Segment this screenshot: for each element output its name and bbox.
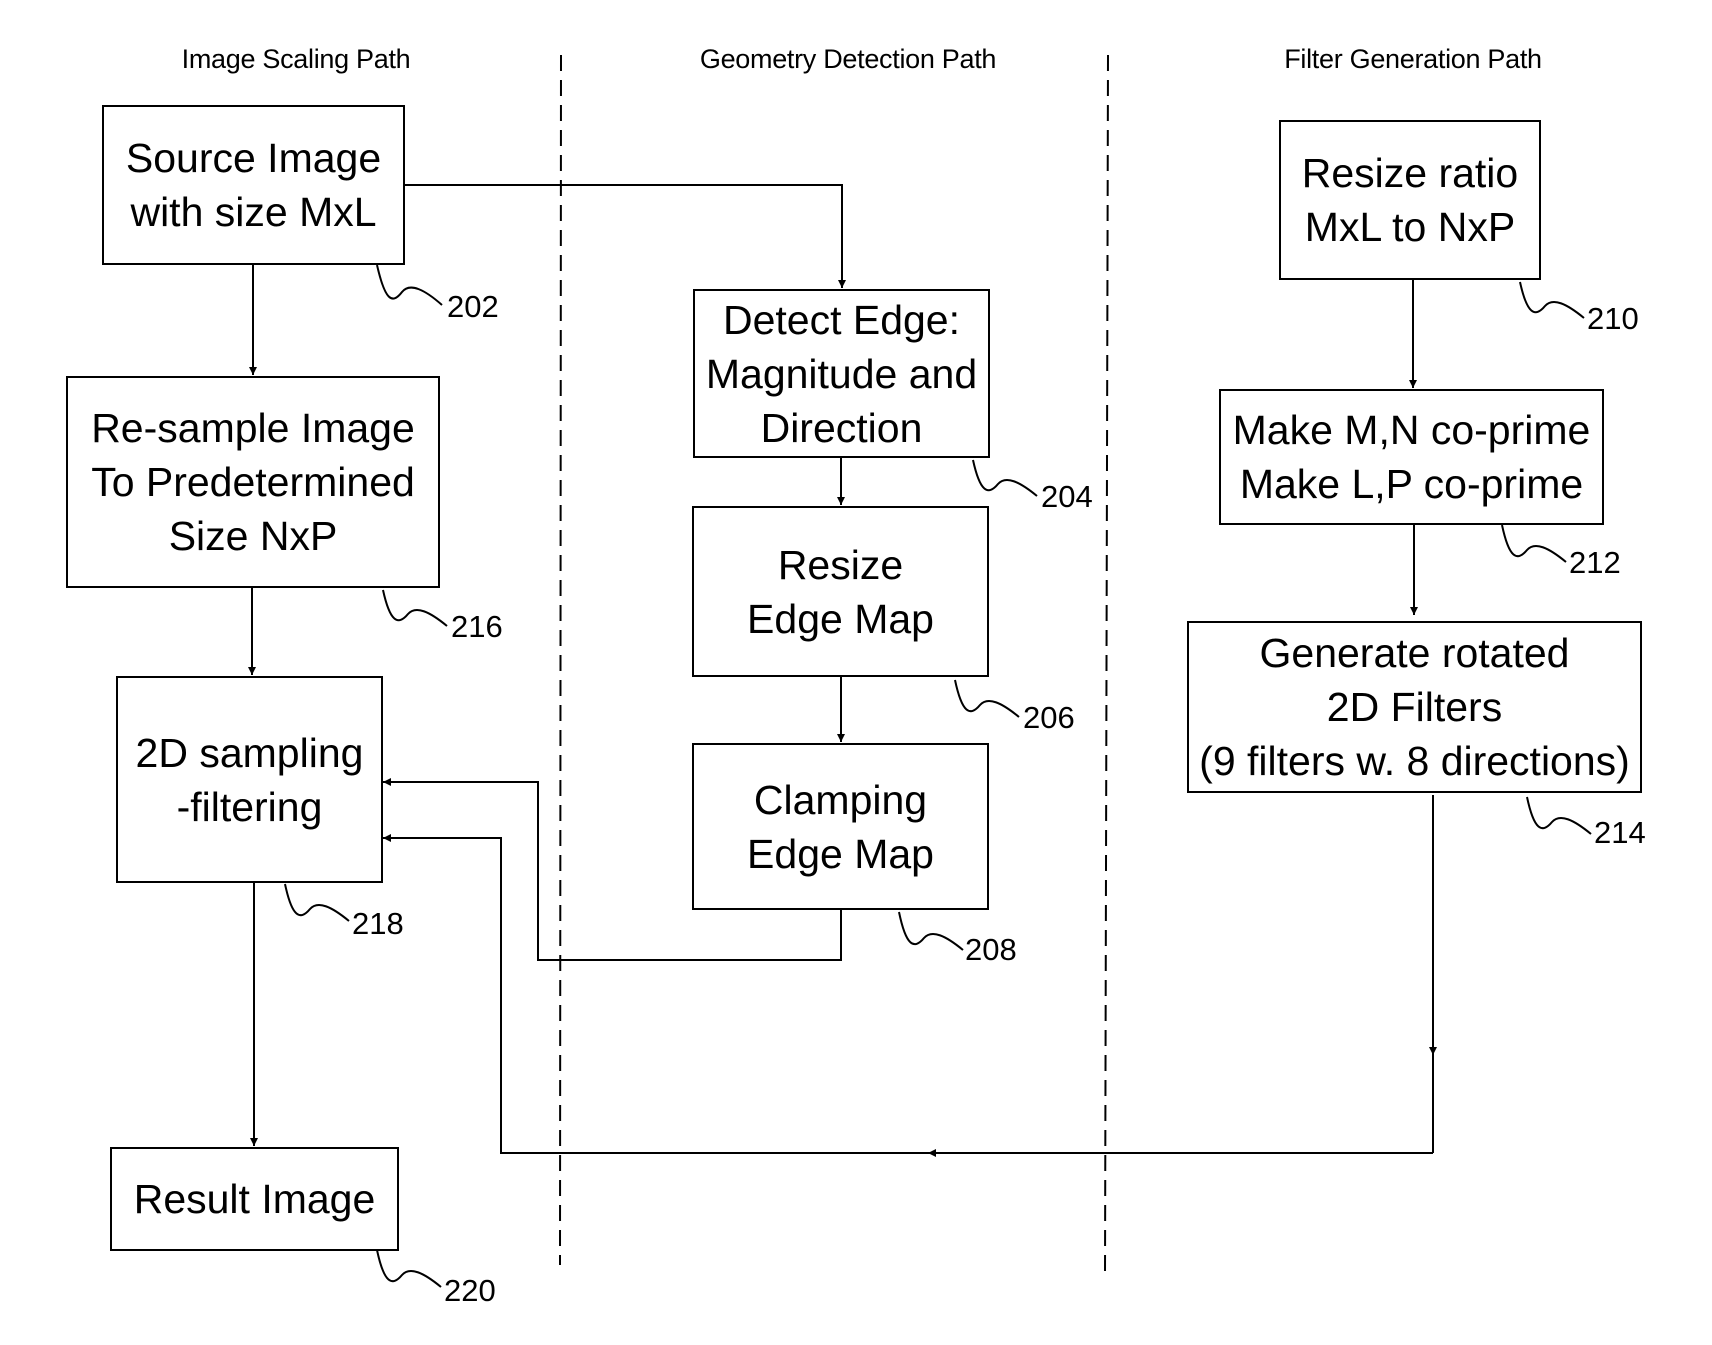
- ref-220: 220: [444, 1273, 496, 1309]
- box-resize-edge-map-label: Resize Edge Map: [747, 538, 934, 646]
- lane-title-image-scaling: Image Scaling Path: [86, 44, 506, 75]
- box-source-image-label: Source Image with size MxL: [126, 131, 381, 239]
- box-result-image-label: Result Image: [134, 1172, 376, 1226]
- box-detect-edge: Detect Edge: Magnitude and Direction: [693, 289, 990, 458]
- box-detect-edge-label: Detect Edge: Magnitude and Direction: [706, 293, 977, 455]
- lane-divider-left: [560, 55, 561, 1265]
- lane-divider-right: [1105, 55, 1108, 1275]
- leader-206: [955, 680, 1019, 717]
- leader-220: [377, 1250, 441, 1287]
- ref-214: 214: [1594, 815, 1646, 851]
- box-resize-edge-map: Resize Edge Map: [692, 506, 989, 677]
- box-clamping-edge-map-label: Clamping Edge Map: [747, 773, 934, 881]
- ref-208: 208: [965, 932, 1017, 968]
- box-resize-ratio: Resize ratio MxL to NxP: [1279, 120, 1541, 280]
- ref-204: 204: [1041, 479, 1093, 515]
- box-result-image: Result Image: [110, 1147, 399, 1251]
- ref-206: 206: [1023, 700, 1075, 736]
- box-make-coprime-label: Make M,N co-prime Make L,P co-prime: [1233, 403, 1591, 511]
- lane-title-filter-generation: Filter Generation Path: [1203, 44, 1623, 75]
- arrow-source-to-detect-edge: [405, 185, 842, 288]
- ref-210: 210: [1587, 301, 1639, 337]
- box-make-coprime: Make M,N co-prime Make L,P co-prime: [1219, 389, 1604, 525]
- ref-212: 212: [1569, 545, 1621, 581]
- ref-216: 216: [451, 609, 503, 645]
- ref-218: 218: [352, 906, 404, 942]
- leader-212: [1502, 525, 1566, 562]
- leader-210: [1520, 282, 1584, 318]
- box-2d-sampling-filtering: 2D sampling -filtering: [116, 676, 383, 883]
- box-resample-image-label: Re-sample Image To Predetermined Size Nx…: [91, 401, 415, 563]
- box-source-image: Source Image with size MxL: [102, 105, 405, 265]
- box-resize-ratio-label: Resize ratio MxL to NxP: [1302, 146, 1518, 254]
- box-clamping-edge-map: Clamping Edge Map: [692, 743, 989, 910]
- leader-204: [973, 460, 1037, 496]
- box-resample-image: Re-sample Image To Predetermined Size Nx…: [66, 376, 440, 588]
- lane-title-geometry-detection: Geometry Detection Path: [638, 44, 1058, 75]
- box-generate-rotated-filters: Generate rotated 2D Filters (9 filters w…: [1187, 621, 1642, 793]
- box-generate-rotated-filters-label: Generate rotated 2D Filters (9 filters w…: [1199, 626, 1630, 788]
- leader-214: [1527, 797, 1591, 834]
- box-2d-sampling-filtering-label: 2D sampling -filtering: [136, 726, 364, 834]
- leader-216: [383, 590, 447, 626]
- leader-218: [285, 884, 349, 921]
- leader-202: [377, 265, 442, 305]
- ref-202: 202: [447, 289, 499, 325]
- leader-208: [899, 912, 963, 950]
